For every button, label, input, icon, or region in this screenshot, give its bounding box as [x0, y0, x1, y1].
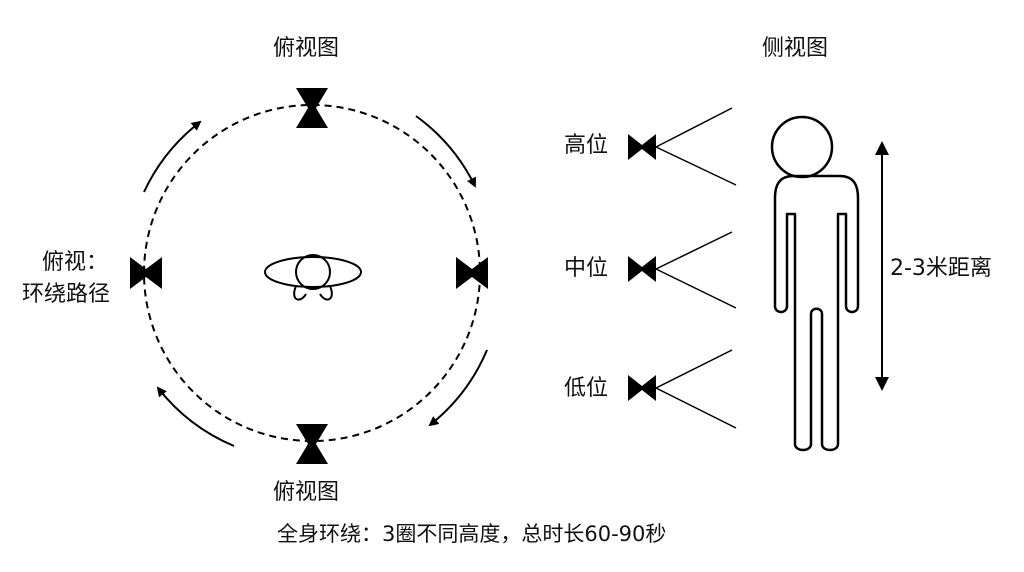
curved-arrow-icon [143, 120, 202, 193]
person-side-icon [770, 115, 860, 452]
camera-icon [296, 88, 328, 128]
caption: 全身环绕：3圈不同高度，总时长60-90秒 [277, 522, 667, 546]
camera-icon [628, 231, 737, 309]
curved-arrow-icon [156, 386, 235, 447]
curved-arrow-icon [428, 349, 488, 427]
mid-position-label: 中位 [564, 256, 609, 281]
camera-icon [130, 257, 162, 289]
high-position-label: 高位 [564, 133, 609, 158]
camera-icon [628, 107, 737, 186]
camera-icon [456, 257, 488, 289]
distance-label: 2-3米距离 [890, 256, 992, 281]
camera-icon [296, 424, 328, 464]
path-label-line1: 俯视： [42, 250, 109, 275]
top-view-bottom-title: 俯视图 [273, 480, 340, 505]
top-view-title: 俯视图 [273, 36, 340, 61]
camera-icon [628, 349, 737, 429]
path-label-line2: 环绕路径 [22, 282, 111, 307]
side-view-title: 侧视图 [762, 36, 829, 61]
person-top-icon [264, 254, 362, 301]
orbit-path-circle [143, 104, 481, 442]
curved-arrow-icon [415, 115, 476, 188]
low-position-label: 低位 [564, 376, 609, 401]
